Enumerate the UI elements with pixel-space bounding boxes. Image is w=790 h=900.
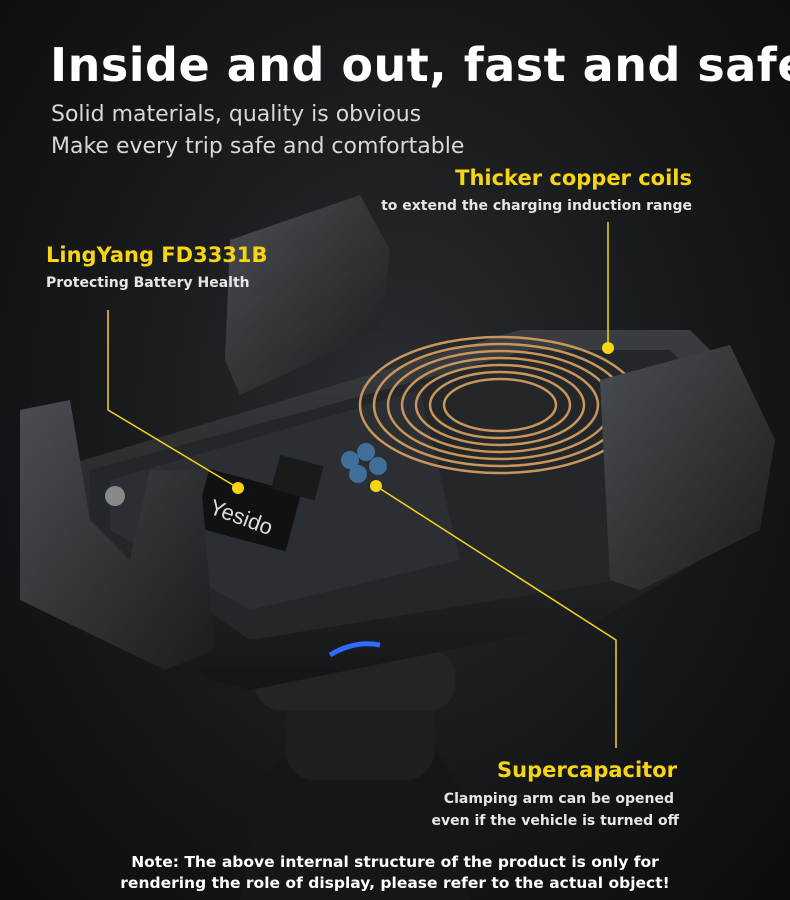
disclaimer-line-1: Note: The above internal structure of th…	[131, 853, 659, 871]
page-title: Inside and out, fast and safe	[50, 38, 790, 92]
capacitor-callout-title: Supercapacitor	[497, 758, 677, 782]
disclaimer-line-2: rendering the role of display, please re…	[120, 874, 670, 892]
capacitors	[341, 443, 387, 483]
subtitle-line-2: Make every trip safe and comfortable	[51, 134, 465, 159]
chip-marker-dot	[232, 482, 244, 494]
chip-callout-title: LingYang FD3331B	[46, 243, 268, 267]
coils-callout-desc: to extend the charging induction range	[381, 198, 692, 214]
capacitor-marker-dot	[370, 480, 382, 492]
capacitor-callout-desc-2: even if the vehicle is turned off	[431, 813, 680, 829]
coils-callout-title: Thicker copper coils	[455, 166, 692, 190]
subtitle-line-1: Solid materials, quality is obvious	[51, 102, 422, 127]
chip-callout-desc: Protecting Battery Health	[46, 275, 250, 291]
mount-stand	[240, 650, 470, 900]
right-arm	[600, 345, 775, 590]
coil-marker-dot	[602, 342, 614, 354]
left-arm	[20, 400, 215, 670]
callout-lines	[107, 222, 617, 748]
led-indicator	[328, 641, 381, 658]
top-arm	[225, 195, 390, 395]
capacitor-callout-desc-1: Clamping arm can be opened	[443, 791, 674, 807]
